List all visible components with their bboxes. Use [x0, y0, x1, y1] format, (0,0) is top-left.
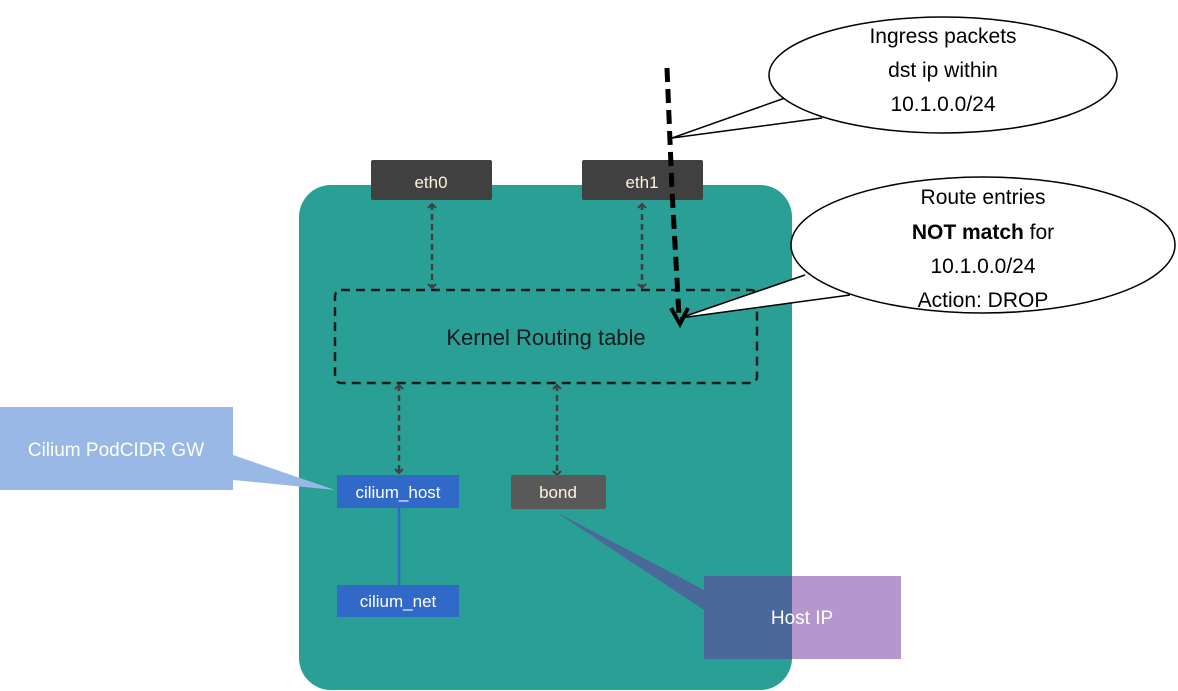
routing-table-label: Kernel Routing table — [446, 325, 645, 350]
ingress-speech-bubble: Ingress packets dst ip within 10.1.0.0/2… — [671, 16, 1118, 139]
cilium-net-interface[interactable]: cilium_net — [337, 585, 459, 617]
podcidr-gw-callout: Cilium PodCIDR GW — [0, 407, 335, 490]
route-line-2: NOT match for — [912, 221, 1054, 244]
bond-label: bond — [539, 483, 577, 502]
cilium-host-interface[interactable]: cilium_host — [337, 475, 459, 508]
ingress-line-2: dst ip within — [888, 59, 998, 82]
podcidr-gw-label: Cilium PodCIDR GW — [28, 440, 204, 461]
eth1-label: eth1 — [625, 173, 658, 192]
route-line-1: Route entries — [921, 186, 1046, 209]
bond-interface[interactable]: bond — [511, 475, 606, 509]
ingress-line-3: 10.1.0.0/24 — [890, 93, 995, 116]
host-ip-label: Host IP — [771, 608, 833, 629]
route-line-4: Action: DROP — [918, 289, 1049, 312]
route-line-3: 10.1.0.0/24 — [930, 255, 1035, 278]
eth0-label: eth0 — [414, 173, 447, 192]
cilium-host-label: cilium_host — [355, 483, 440, 502]
route-not-match: NOT match — [912, 221, 1024, 244]
ingress-arrowhead-icon — [669, 307, 690, 329]
eth1-interface[interactable]: eth1 — [582, 160, 703, 200]
route-speech-bubble: Route entries NOT match for 10.1.0.0/24 … — [679, 176, 1176, 319]
host-box — [299, 185, 792, 690]
host-ip-callout: Host IP — [556, 512, 901, 659]
route-for: for — [1024, 221, 1054, 244]
eth0-interface[interactable]: eth0 — [371, 160, 492, 200]
cilium-net-label: cilium_net — [360, 592, 437, 611]
ingress-line-1: Ingress packets — [869, 25, 1016, 48]
kernel-routing-table[interactable]: Kernel Routing table — [333, 288, 759, 385]
